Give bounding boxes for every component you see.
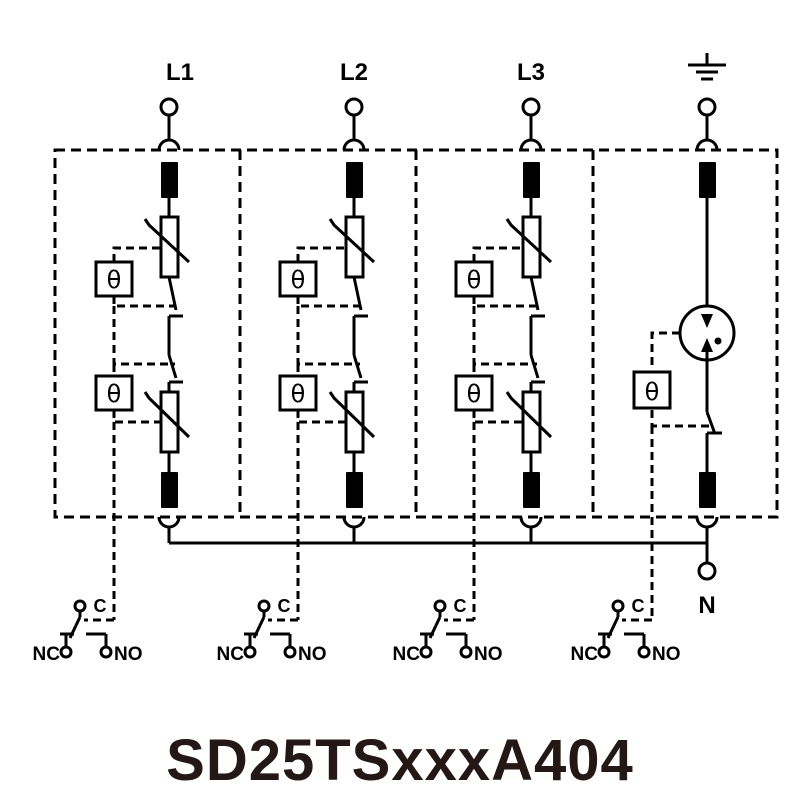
label-common: C — [632, 596, 645, 616]
label-n: N — [698, 592, 715, 619]
thermal-symbol: θ — [645, 378, 660, 406]
thermal-symbol: θ — [291, 380, 306, 408]
varistor-icon — [344, 215, 365, 279]
ground-icon — [688, 53, 726, 81]
terminal-nc[interactable] — [243, 645, 257, 659]
terminal-nc[interactable] — [59, 645, 73, 659]
terminal-c[interactable] — [257, 599, 271, 613]
label-common: C — [278, 596, 291, 616]
thermal-symbol: θ — [467, 266, 482, 294]
label-l3: L3 — [517, 59, 545, 86]
thermal-symbol: θ — [291, 266, 306, 294]
label-no: NO — [114, 644, 143, 665]
remote-contact-3: C NC NO — [393, 596, 503, 665]
module-enclosure — [53, 148, 779, 519]
terminal-c[interactable] — [433, 599, 447, 613]
thermal-symbol: θ — [107, 380, 122, 408]
label-nc: NC — [393, 644, 421, 665]
label-no: NO — [298, 644, 327, 665]
terminal-no[interactable] — [637, 645, 651, 659]
terminal-l2[interactable] — [344, 97, 364, 117]
terminal-nc[interactable] — [597, 645, 611, 659]
fuse-bottom — [161, 472, 178, 508]
thermal-fuse-pe — [632, 370, 672, 410]
fuse-bottom — [523, 472, 540, 508]
thermal-fuse — [94, 260, 134, 298]
thermal-fuse — [454, 374, 494, 412]
fuse-bottom — [346, 472, 363, 508]
pe-module: θ N — [632, 97, 736, 620]
phase-module-2: θθ — [278, 97, 376, 620]
terminal-l1[interactable] — [159, 97, 179, 117]
remote-contact-1: C NC NO — [33, 596, 143, 665]
label-nc: NC — [571, 644, 599, 665]
label-no: NO — [652, 644, 681, 665]
thermal-symbol: θ — [107, 266, 122, 294]
fuse-top — [161, 162, 178, 198]
remote-contact-2: C NC NO — [217, 596, 327, 665]
model-title: SD25TSxxxA404 — [166, 728, 634, 793]
fuse-top — [346, 162, 363, 198]
phase-module-1: θθ — [94, 97, 191, 620]
terminal-l3[interactable] — [521, 97, 541, 117]
fuse-pe-bottom — [699, 472, 716, 508]
label-common: C — [94, 596, 107, 616]
terminal-c[interactable] — [73, 599, 87, 613]
terminal-pe[interactable] — [697, 97, 717, 117]
remote-contact-4: C NC NO — [571, 596, 681, 665]
label-l1: L1 — [166, 59, 194, 86]
label-no: NO — [474, 644, 503, 665]
label-nc: NC — [33, 644, 61, 665]
varistor-icon — [159, 215, 180, 279]
label-l2: L2 — [340, 59, 368, 86]
fuse-top — [523, 162, 540, 198]
fuse-pe-top — [699, 162, 716, 198]
terminal-n[interactable] — [697, 561, 717, 581]
thermal-symbol: θ — [467, 380, 482, 408]
terminal-no[interactable] — [459, 645, 473, 659]
label-nc: NC — [217, 644, 245, 665]
phase-module-3: θθ — [454, 97, 553, 620]
terminal-no[interactable] — [99, 645, 113, 659]
label-common: C — [454, 596, 467, 616]
terminal-c[interactable] — [611, 599, 625, 613]
varistor-icon — [521, 215, 542, 279]
terminal-no[interactable] — [283, 645, 297, 659]
terminal-nc[interactable] — [419, 645, 433, 659]
